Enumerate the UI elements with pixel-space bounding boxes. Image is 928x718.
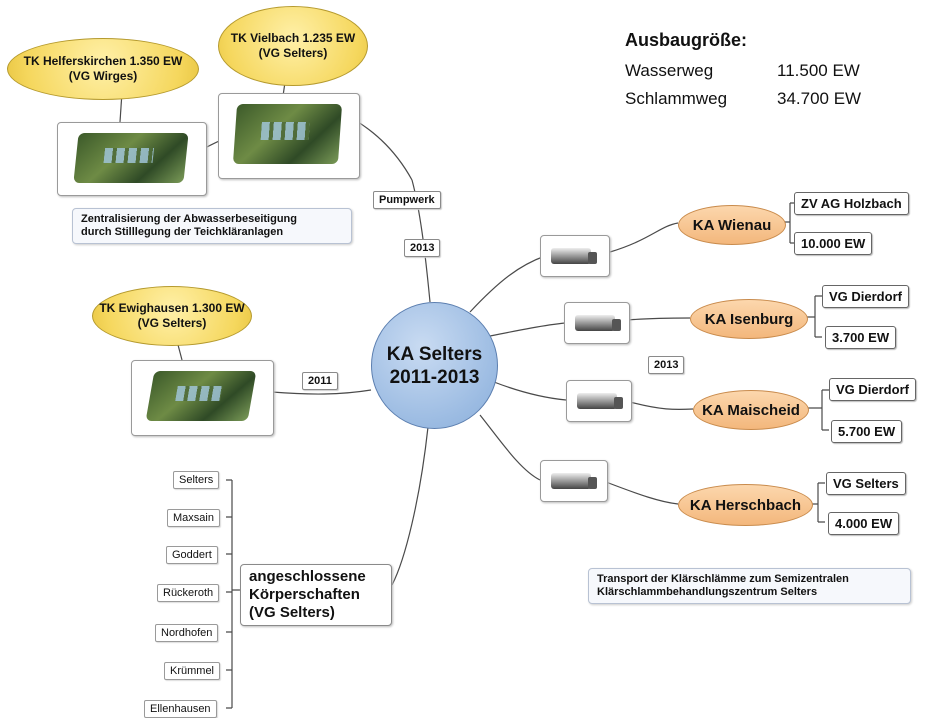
- capacity-block: Ausbaugröße: Wasserweg 11.500 EW Schlamm…: [625, 30, 895, 109]
- plant-owner-wienau[interactable]: ZV AG Holzbach: [794, 192, 909, 215]
- note-line: durch Stilllegung der Teichkläranlagen: [81, 226, 284, 238]
- plant-node-maischeid[interactable]: KA Maischeid: [693, 390, 809, 430]
- truck-icon: [551, 248, 597, 264]
- truck-icon: [551, 473, 597, 489]
- aerial-photo: [232, 104, 343, 164]
- note-centralization[interactable]: Zentralisierung der Abwasserbeseitigung …: [72, 208, 352, 244]
- plant-node-wienau[interactable]: KA Wienau: [678, 205, 786, 245]
- note-sludge-transport[interactable]: Transport der Klärschlämme zum Semizentr…: [588, 568, 911, 604]
- plant-node-herschbach[interactable]: KA Herschbach: [678, 484, 813, 526]
- label-pumpwerk[interactable]: Pumpwerk: [373, 191, 441, 209]
- bodies-line: angeschlossene: [249, 568, 366, 585]
- truck-image-box-maischeid[interactable]: [566, 380, 632, 422]
- member-nordhofen[interactable]: Nordhofen: [155, 624, 219, 642]
- capacity-value: 11.500 EW: [777, 61, 860, 80]
- truck-image-box-herschbach[interactable]: [540, 460, 608, 502]
- pond-group: (VG Wirges): [68, 69, 138, 83]
- capacity-label: Wasserweg: [625, 61, 714, 80]
- truck-image-box-isenburg[interactable]: [564, 302, 630, 344]
- plant-ew-isenburg[interactable]: 3.700 EW: [825, 326, 897, 349]
- truck-image-box-wienau[interactable]: [540, 235, 610, 277]
- capacity-title: Ausbaugröße:: [625, 30, 748, 50]
- label-year-2011[interactable]: 2011: [302, 372, 338, 390]
- note-line: Transport der Klärschlämme zum Semizentr…: [597, 573, 849, 585]
- note-line: Klärschlammbehandlungszentrum Selters: [597, 586, 818, 598]
- member-goddert[interactable]: Goddert: [166, 546, 218, 564]
- plant-owner-maischeid[interactable]: VG Dierdorf: [829, 378, 916, 401]
- label-year-2013-top[interactable]: 2013: [404, 239, 441, 257]
- pond-name: TK Helferskirchen 1.350 EW: [23, 54, 183, 68]
- bodies-line: Körperschaften: [249, 586, 360, 603]
- member-ellenhausen[interactable]: Ellenhausen: [144, 700, 217, 718]
- central-node-ka-selters[interactable]: KA Selters 2011-2013: [371, 302, 498, 429]
- aerial-image-box-ewighausen[interactable]: [131, 360, 274, 436]
- plant-ew-wienau[interactable]: 10.000 EW: [794, 232, 873, 255]
- capacity-value: 34.700 EW: [777, 89, 862, 108]
- plant-owner-herschbach[interactable]: VG Selters: [826, 472, 906, 495]
- bodies-line: (VG Selters): [249, 604, 335, 621]
- pond-group: (VG Selters): [258, 46, 328, 60]
- aerial-photo: [73, 133, 189, 183]
- aerial-image-box-helferskirchen[interactable]: [57, 122, 207, 196]
- plant-owner-isenburg[interactable]: VG Dierdorf: [822, 285, 909, 308]
- center-years: 2011-2013: [389, 366, 480, 388]
- capacity-row: Schlammweg 34.700 EW: [625, 89, 895, 109]
- plant-ew-herschbach[interactable]: 4.000 EW: [828, 512, 900, 535]
- truck-icon: [575, 315, 621, 331]
- pond-bubble-vielbach[interactable]: TK Vielbach 1.235 EW (VG Selters): [218, 6, 368, 86]
- member-kruemmel[interactable]: Krümmel: [164, 662, 221, 680]
- aerial-image-box-vielbach[interactable]: [218, 93, 360, 179]
- truck-icon: [577, 393, 623, 409]
- member-rueckeroth[interactable]: Rückeroth: [157, 584, 220, 602]
- member-maxsain[interactable]: Maxsain: [167, 509, 220, 527]
- capacity-label: Schlammweg: [625, 89, 728, 108]
- pond-name: TK Vielbach 1.235 EW: [230, 31, 356, 45]
- pond-group: (VG Selters): [137, 316, 207, 330]
- label-year-2013-right[interactable]: 2013: [648, 356, 685, 374]
- pond-name: TK Ewighausen 1.300 EW: [99, 301, 245, 315]
- capacity-row: Wasserweg 11.500 EW: [625, 61, 895, 81]
- plant-ew-maischeid[interactable]: 5.700 EW: [831, 420, 903, 443]
- aerial-photo: [145, 371, 257, 421]
- pond-bubble-ewighausen[interactable]: TK Ewighausen 1.300 EW (VG Selters): [92, 286, 252, 346]
- center-title: KA Selters: [386, 343, 483, 365]
- connected-bodies-node[interactable]: angeschlossene Körperschaften (VG Selter…: [240, 564, 392, 626]
- pond-bubble-helferskirchen[interactable]: TK Helferskirchen 1.350 EW (VG Wirges): [7, 38, 199, 100]
- note-line: Zentralisierung der Abwasserbeseitigung: [81, 213, 297, 225]
- plant-node-isenburg[interactable]: KA Isenburg: [690, 299, 808, 339]
- member-selters[interactable]: Selters: [173, 471, 220, 489]
